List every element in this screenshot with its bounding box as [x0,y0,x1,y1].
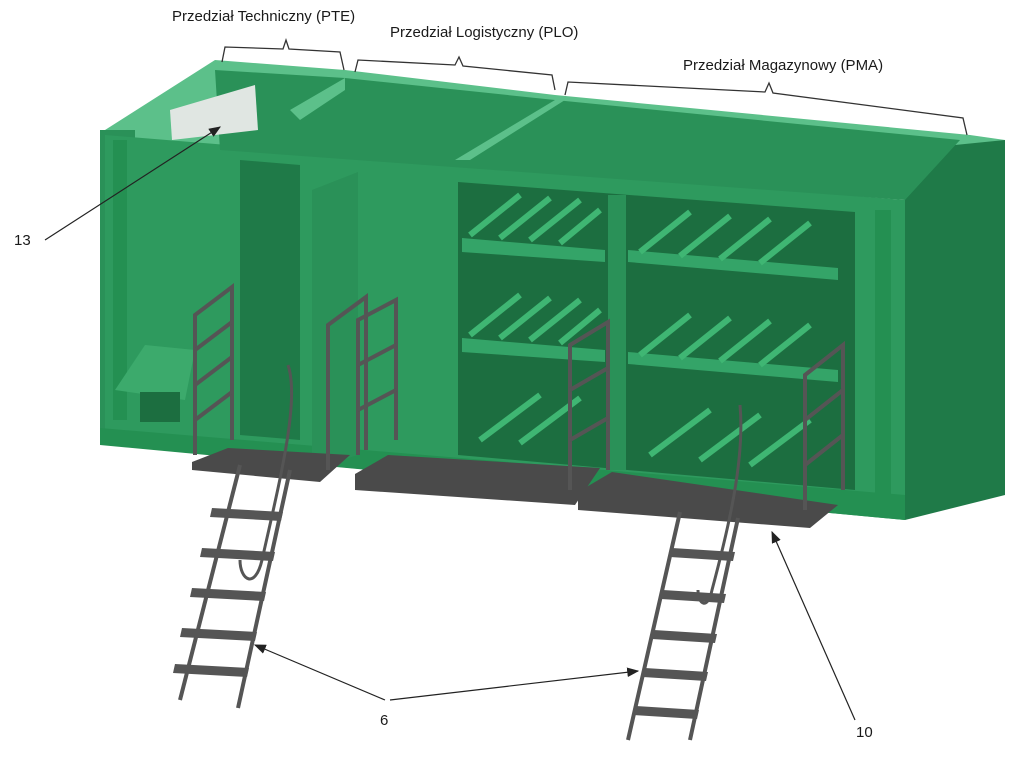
railings [193,282,845,510]
label-pte: Przedział Techniczny (PTE) [172,8,356,25]
platform-plo [355,455,600,505]
partition-plo-pma [455,100,565,160]
callout-lines [44,126,856,721]
callout-13-line [44,126,222,241]
technical-unit [170,85,258,140]
pma-shelves [462,238,838,382]
callout-6: 6 [380,712,389,729]
platform-pma [578,472,838,528]
bracket-pte [221,37,345,71]
callout-6-line-a [253,644,386,701]
label-plo: Przedział Logistyczny (PLO) [390,24,579,41]
bracket-pma [564,81,968,136]
label-pma: Przedział Magazynowy (PMA) [683,57,884,74]
shelf-slats [468,192,812,468]
callout-13: 13 [14,232,31,249]
platform-pte [192,448,350,482]
section-brackets [221,37,968,136]
callout-10: 10 [856,724,873,741]
pma-center-post [608,195,626,470]
callout-6-line-b [389,667,640,701]
left-corner-post [113,140,127,420]
hatch-cover [115,345,195,400]
ladder-right-steps [634,548,735,719]
hatch-opening [140,392,180,422]
ladder-left-steps [173,508,283,677]
pte-door-opening [240,160,300,440]
partition-pte-plo [290,78,345,120]
bracket-plo [354,55,556,91]
inner-back-wall [215,70,960,200]
callout-10-line [771,530,856,721]
container-right-wall [905,140,1005,520]
right-corner-post [875,210,891,495]
